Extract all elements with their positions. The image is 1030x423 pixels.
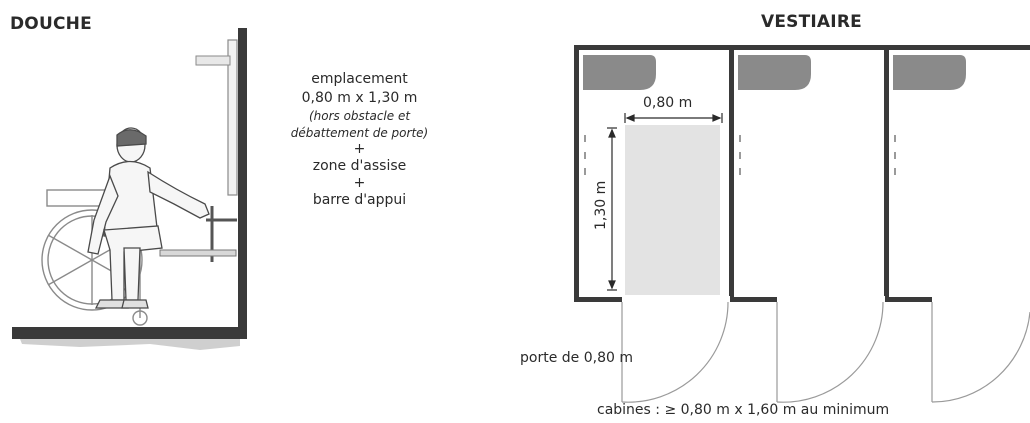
note-line-emplacement: emplacement xyxy=(311,71,408,87)
shower-requirements-note: emplacement 0,80 m x 1,30 m (hors obstac… xyxy=(262,70,457,210)
shower-head-bracket xyxy=(195,55,231,66)
plan-top-wall xyxy=(574,45,1030,50)
shower-illustration xyxy=(12,28,247,350)
note-line-dimensions: 0,80 m x 1,30 m xyxy=(301,90,418,106)
shower-wall xyxy=(238,28,247,339)
bench-1 xyxy=(583,55,656,90)
bench-2 xyxy=(738,55,811,90)
cabin-size-caption: cabines : ≥ 0,80 m x 1,60 m au minimum xyxy=(597,402,890,418)
cabin-partition-1 xyxy=(729,45,734,302)
width-dimension xyxy=(624,113,723,123)
douche-title: DOUCHE xyxy=(10,14,92,34)
vestiaire-title: VESTIAIRE xyxy=(761,12,862,32)
cabin-partition-2 xyxy=(884,45,889,302)
door-opening-3 xyxy=(932,296,1030,303)
door-opening-2 xyxy=(777,296,885,303)
shower-pipe xyxy=(227,39,238,196)
plan-left-wall xyxy=(574,45,579,302)
person-figure xyxy=(87,127,210,309)
shower-floor xyxy=(12,327,244,339)
note-line-seat-zone: zone d'assise xyxy=(312,158,407,174)
changing-room-plan: 0,80 m 1,30 m xyxy=(574,45,1030,403)
note-plus-2: + xyxy=(353,175,366,191)
door-opening-1 xyxy=(622,296,730,303)
door-width-caption: porte de 0,80 m xyxy=(520,350,633,366)
width-label: 0,80 m xyxy=(643,95,692,111)
free-space-zone xyxy=(625,125,720,295)
folding-seat xyxy=(159,249,237,257)
note-line-door-swing: débattement de porte) xyxy=(290,126,429,140)
door-swing-1 xyxy=(621,301,729,403)
note-plus-1: + xyxy=(353,141,366,157)
floor-shadow xyxy=(20,339,240,350)
note-line-grab-bar: barre d'appui xyxy=(312,192,407,208)
depth-dimension xyxy=(607,127,617,291)
note-line-obstacle: (hors obstacle et xyxy=(308,109,411,123)
door-swing-2 xyxy=(776,301,884,403)
door-swing-3 xyxy=(931,302,1030,403)
bench-3 xyxy=(893,55,966,90)
depth-label: 1,30 m xyxy=(593,181,609,230)
